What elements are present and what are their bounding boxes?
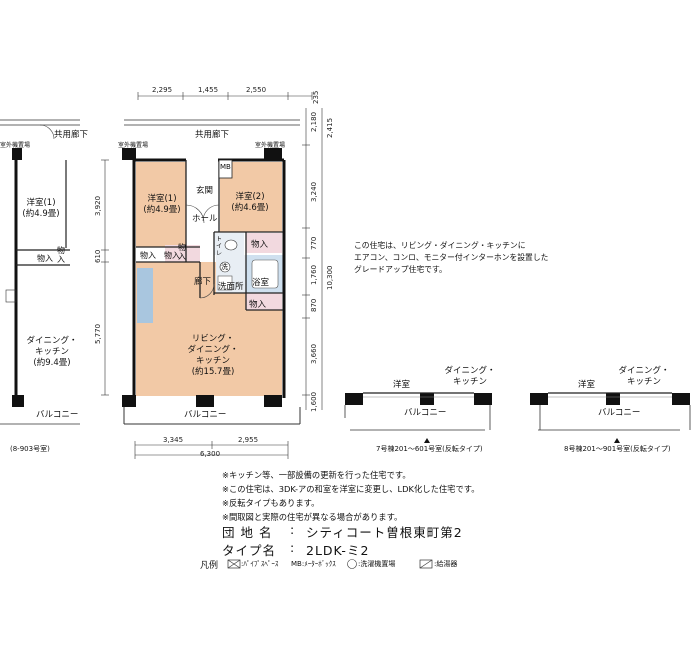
corridor-label: 共用廊下 (195, 130, 230, 140)
washer-label: 洗 (221, 263, 228, 271)
hall-label: ホール (192, 214, 218, 224)
variant1-dk-block: ダイニング・ キッチン (442, 366, 498, 388)
description-line-3: グレードアップ住宅です。 (354, 265, 447, 274)
ldk-block: リビング・ ダイニング・ キッチン (約15.7畳) (178, 334, 248, 378)
balcony-label: バルコニー (184, 410, 227, 420)
dim-right-1: 2,180 (310, 111, 318, 132)
type-label: タイプ名 (222, 543, 277, 558)
variant1-western: 洋室 (393, 380, 411, 390)
legend-pipe: :ﾊﾟｲﾌﾟｽﾍﾟｰｽ (241, 560, 279, 568)
ldk-line-3: キッチン (195, 356, 230, 366)
dim-right-5: 1,760 (310, 264, 318, 285)
left-balcony-label: バルコニー (36, 410, 79, 420)
dim-right-7: 3,660 (310, 343, 318, 364)
description-line-1: この住宅は、リビング・ダイニング・キッチンに (354, 241, 526, 250)
room2-label: 洋室(2) (235, 192, 265, 202)
toilet-label: トイレ (216, 236, 223, 257)
variant1-dk-line-2: キッチン (452, 377, 487, 387)
bath-label: 浴室 (252, 278, 270, 288)
variant2-caption: 8号棟201～901号室(反転タイプ) (564, 445, 671, 453)
dim-bottom-total: 6,300 (200, 450, 221, 458)
left-dk-size: (約9.4畳) (33, 358, 71, 368)
legend-heater: :給湯器 (434, 560, 458, 568)
dim-bottom-1: 3,345 (163, 436, 184, 444)
storage-label-3: 物入 (164, 251, 180, 260)
dim-right-total: 10,300 (326, 265, 334, 291)
left-room1-size: (約4.9畳) (22, 209, 60, 219)
complex-value: シティコート曽根東町第2 (306, 525, 463, 540)
left-storage-2: 物入 (57, 246, 65, 264)
storage-label-5: 物入 (249, 300, 267, 310)
washroom-label: 洗面所 (218, 282, 244, 292)
note-1: ※キッチン等、一部設備の更新を行った住宅です。 (222, 470, 411, 480)
dim-top-2: 1,455 (198, 86, 219, 94)
dim-right-3: 3,240 (310, 181, 318, 202)
left-room1-label: 洋室(1) (26, 198, 56, 208)
dim-right-4: 770 (310, 236, 318, 250)
left-corridor-label: 共用廊下 (54, 130, 89, 140)
left-room1-block: 洋室(1) (約4.9畳) (18, 198, 64, 220)
left-dk-block: ダイニング・ キッチン (約9.4畳) (22, 336, 82, 369)
dim-top-4: 235 (312, 90, 320, 104)
dim-bottom-2: 2,955 (238, 436, 259, 444)
type-sep: : (290, 540, 296, 555)
variant2-balcony: バルコニー (598, 408, 641, 418)
dim-top-3: 2,550 (246, 86, 267, 94)
storage-label-1: 物入 (251, 240, 269, 250)
notes-block: ※キッチン等、一部設備の更新を行った住宅です。 ※この住宅は、3DK-アの和室を… (222, 468, 480, 524)
variant1-dk-line-1: ダイニング・ (444, 366, 496, 376)
description-block: この住宅は、リビング・ダイニング・キッチンに エアコン、コンロ、モニター付インタ… (354, 240, 548, 276)
note-4: ※間取図と実際の住宅が異なる場合があります。 (222, 512, 403, 522)
left-caption: (8-903号室) (10, 445, 50, 453)
ldk-size: (約15.7畳) (191, 367, 235, 377)
description-line-2: エアコン、コンロ、モニター付インターホンを設置した (354, 253, 549, 262)
legend-mb: MB:ﾒｰﾀｰﾎﾞｯｸｽ (291, 560, 336, 568)
variant2-dk-block: ダイニング・ キッチン (616, 366, 672, 388)
complex-sep: : (290, 522, 296, 537)
note-3: ※反転タイプもあります。 (222, 498, 320, 508)
mb-label: MB (220, 163, 231, 171)
storage-label-2: 物入 (140, 251, 156, 260)
note-2: ※この住宅は、3DK-アの和室を洋室に変更し、LDK化した住宅です。 (222, 484, 480, 494)
dim-right-8: 1,600 (310, 391, 318, 412)
dim-right-2: 2,415 (326, 117, 334, 138)
hallway-label: 廊下 (194, 277, 212, 287)
variant1-caption: 7号棟201～601号室(反転タイプ) (376, 445, 483, 453)
type-value: 2LDK-ミ2 (306, 543, 370, 558)
legend-washer: :洗濯機置場 (358, 560, 396, 568)
variant1-balcony: バルコニー (404, 408, 447, 418)
genkan-label: 玄関 (196, 186, 214, 196)
variant2-western: 洋室 (578, 380, 596, 390)
outdoor-unit-right: 室外機置場 (255, 142, 286, 149)
dim-top-1: 2,295 (152, 86, 173, 94)
dim-left-1: 3,920 (94, 195, 102, 216)
complex-label: 団 地 名 (222, 525, 273, 540)
room2-block: 洋室(2) (約4.6畳) (228, 192, 272, 214)
left-outdoor-unit: 室外機置場 (0, 142, 31, 149)
variant2-dk-line-1: ダイニング・ (618, 366, 670, 376)
ldk-line-1: リビング・ (191, 334, 235, 344)
storage-label-4: 物入 (178, 243, 186, 261)
legend-title: 凡例 (200, 561, 219, 571)
left-storage-1: 物入 (37, 254, 53, 263)
room1-size: (約4.9畳) (143, 205, 181, 215)
left-dk-line-1: ダイニング・ (26, 336, 78, 346)
variant2-dk-line-2: キッチン (626, 377, 661, 387)
room1-block: 洋室(1) (約4.9畳) (142, 194, 182, 216)
dim-right-6: 870 (310, 298, 318, 312)
left-dk-line-2: キッチン (34, 347, 69, 357)
dim-left-2: 610 (94, 249, 102, 263)
dim-left-3: 5,770 (94, 323, 102, 344)
room1-label: 洋室(1) (147, 194, 177, 204)
ldk-line-2: ダイニング・ (187, 345, 239, 355)
outdoor-unit-left: 室外機置場 (118, 142, 149, 149)
room2-size: (約4.6畳) (231, 203, 269, 213)
